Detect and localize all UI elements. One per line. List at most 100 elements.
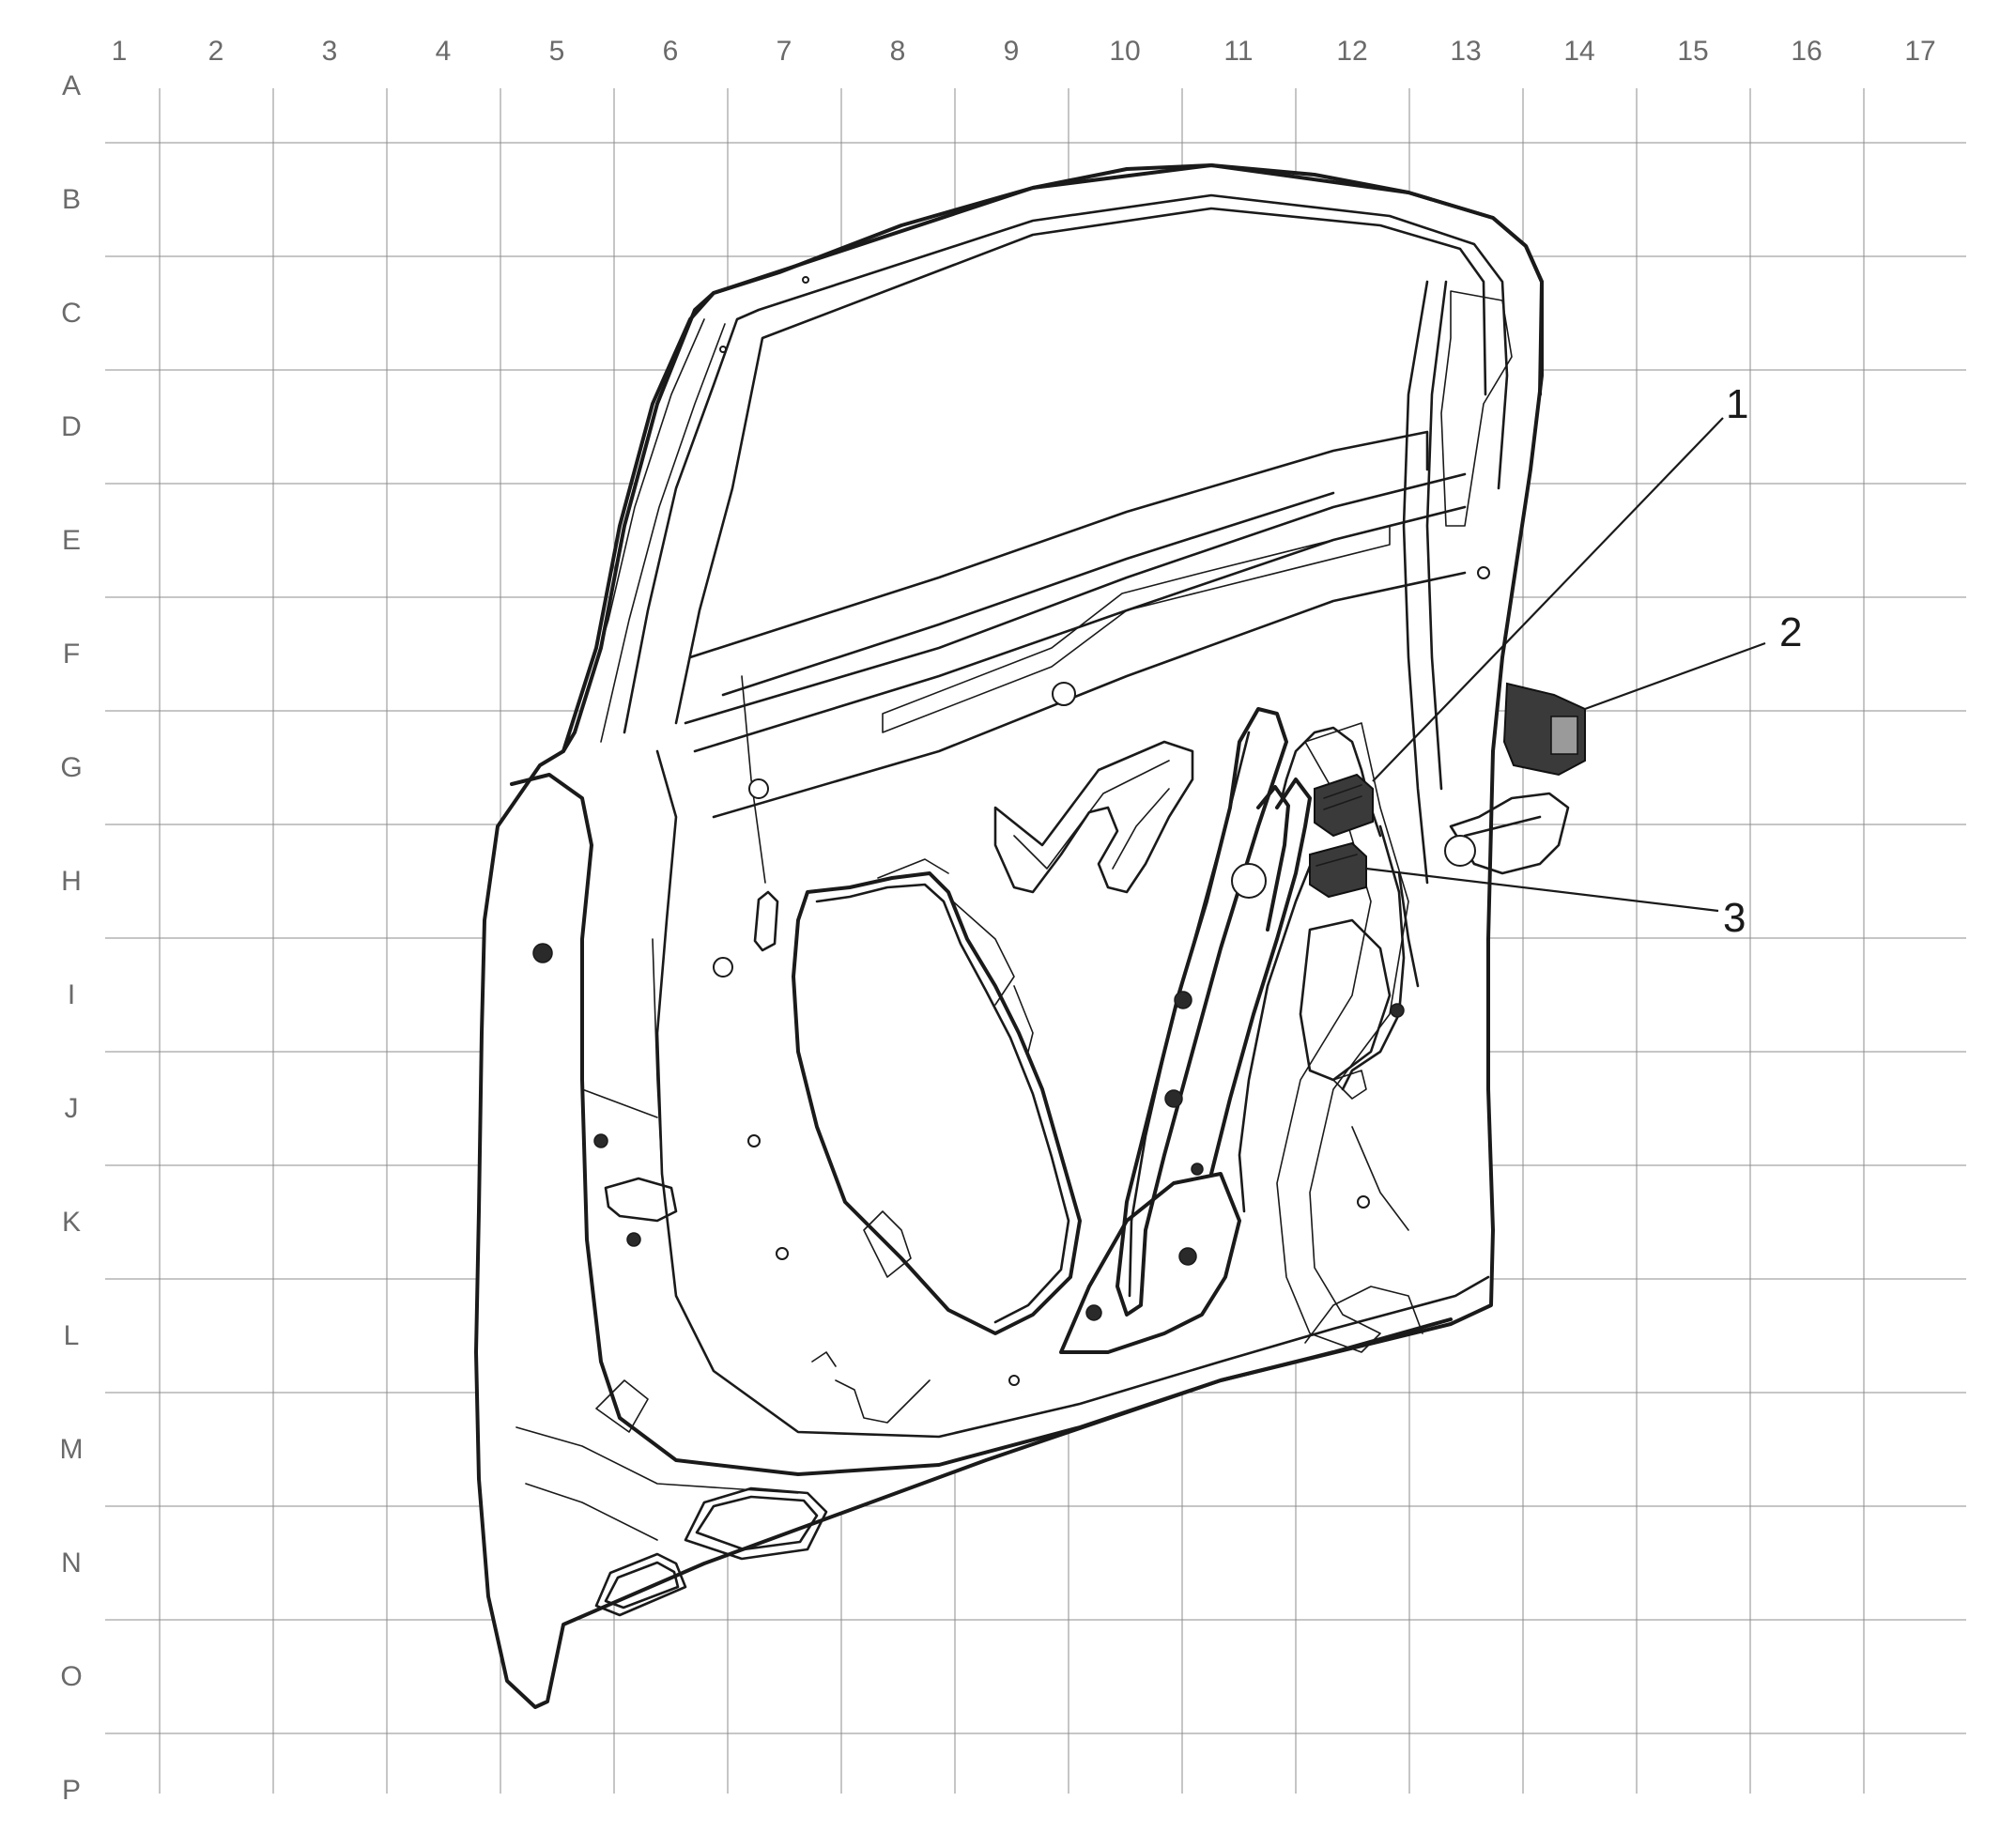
window-frame-inner <box>623 193 1509 734</box>
grid-column-label: 12 <box>1336 36 1367 67</box>
callout-3-label: 3 <box>1723 895 1746 941</box>
grid-column-label: 4 <box>436 36 452 67</box>
reinforcement-inner <box>1013 760 1170 870</box>
grid-column-label: 2 <box>208 36 224 67</box>
harness-clip <box>1332 1070 1367 1100</box>
check-link <box>863 1210 912 1278</box>
grid-row-label: I <box>68 979 75 1010</box>
regulator-bolt <box>1178 1247 1197 1266</box>
grid-row-label: K <box>62 1207 81 1238</box>
panel-hole <box>776 1247 789 1260</box>
grid-column-label: 14 <box>1563 36 1594 67</box>
window-opening <box>674 207 1487 725</box>
grid-row-label: E <box>62 525 81 556</box>
grid-row-label: P <box>62 1775 81 1806</box>
grid-column-label: 15 <box>1677 36 1708 67</box>
rear-glass-run <box>1402 280 1448 885</box>
inner-panel-edge <box>655 749 1490 1439</box>
access-opening-large <box>792 871 1082 1335</box>
window-seal-line <box>574 318 726 743</box>
grid-column-label: 6 <box>663 36 679 67</box>
grid-column-label: 11 <box>1223 36 1253 67</box>
grid-row-label: L <box>64 1320 80 1351</box>
callout-3-leader <box>1365 867 1719 913</box>
wire-routing-lower <box>811 1351 931 1424</box>
grid-row-label: G <box>60 752 82 783</box>
grid-row-label: D <box>61 411 82 442</box>
door-panel-drawing <box>474 163 1586 1709</box>
grid-column-label: 16 <box>1791 36 1822 67</box>
lower-hinge-bracket <box>595 1379 649 1433</box>
connector-2 <box>1502 682 1586 777</box>
panel-hole <box>713 957 733 978</box>
grid-row-label: O <box>60 1661 82 1692</box>
panel-hole <box>1008 1375 1020 1386</box>
callout-1-leader <box>1372 417 1724 782</box>
grid-row-label: N <box>61 1548 82 1578</box>
latch-bolt <box>626 1232 641 1247</box>
harness-clip-fastener <box>1390 1003 1405 1018</box>
callout-1-label: 1 <box>1726 381 1748 427</box>
handle-recess <box>753 890 779 952</box>
regulator-frame <box>1276 722 1409 1353</box>
panel-hole <box>1357 1195 1370 1209</box>
access-opening-stiffener <box>877 858 1034 1053</box>
side-member <box>1304 1126 1423 1344</box>
reinforcement-bracket <box>993 740 1194 894</box>
lower-opening-left <box>594 1552 687 1617</box>
regulator-cable-loop <box>1209 778 1312 1176</box>
regulator-rail <box>1115 707 1288 1317</box>
grid-column-label: 1 <box>112 36 128 67</box>
window-frame-outer <box>562 163 1544 753</box>
belt-line-upper <box>688 430 1429 697</box>
grid-row-label: H <box>61 866 82 897</box>
connector-1 <box>1314 773 1374 838</box>
harness-grommet <box>1449 792 1570 875</box>
latch-bracket <box>604 1177 678 1223</box>
grid-column-label: 7 <box>777 36 792 67</box>
access-opening-lip <box>815 883 1070 1324</box>
grid-column-label: 3 <box>322 36 338 67</box>
frame-rivet <box>719 346 727 353</box>
belt-channel <box>882 525 1391 733</box>
rear-fastener <box>1477 566 1490 579</box>
grid-row-label: J <box>65 1093 79 1124</box>
latch-bolt <box>593 1133 608 1148</box>
grid-row-label: C <box>61 298 82 329</box>
grid-row-label: B <box>62 184 81 215</box>
regulator-bolt <box>1164 1089 1183 1108</box>
grid-column-label: 17 <box>1904 36 1935 67</box>
grid-column-label: 13 <box>1450 36 1481 67</box>
rear-bracket <box>1440 290 1513 527</box>
inner-rod <box>741 675 766 884</box>
belt-fastener <box>1052 682 1076 706</box>
grid-row-label: A <box>62 70 81 101</box>
connector-3 <box>1309 841 1367 899</box>
panel-hole <box>747 1134 761 1147</box>
regulator-rail-inner <box>1128 731 1251 1298</box>
grommet-boss <box>1444 835 1476 867</box>
callout-2-leader <box>1584 641 1766 711</box>
hinge-bolt <box>532 943 553 963</box>
inner-panel-sill <box>515 1426 799 1541</box>
regulator-bolt <box>1191 1163 1204 1176</box>
frame-rivet <box>802 276 809 284</box>
door-outer-outline <box>474 163 1544 1709</box>
grid-column-label: 9 <box>1004 36 1020 67</box>
grid-row-label: F <box>63 639 80 670</box>
belt-line-top <box>684 472 1467 725</box>
regulator-motor-bracket <box>1299 918 1392 1082</box>
callout-2-label: 2 <box>1779 609 1802 655</box>
grid-column-label: 8 <box>890 36 906 67</box>
regulator-pulley <box>1231 863 1267 899</box>
grid-column-label: 5 <box>549 36 565 67</box>
panel-fastener <box>748 778 769 799</box>
latch-channel <box>581 938 663 1175</box>
grid-column-label: 10 <box>1109 36 1140 67</box>
regulator-lower-plate <box>1059 1172 1241 1354</box>
inner-panel-outline <box>510 773 1453 1476</box>
regulator-bolt <box>1085 1304 1102 1321</box>
connector-icon <box>1314 773 1374 838</box>
